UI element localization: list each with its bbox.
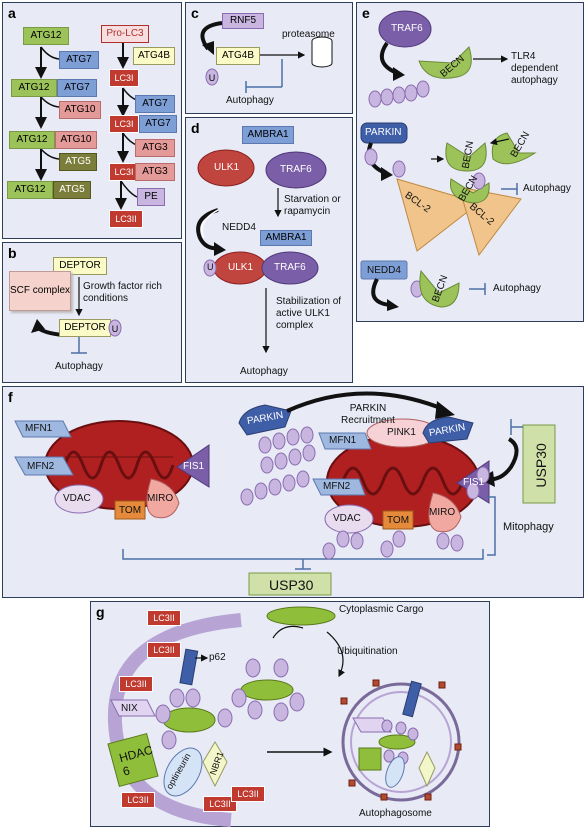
nedd4-d-label: NEDD4 bbox=[222, 222, 256, 233]
autophagy-b-label: Autophagy bbox=[55, 361, 103, 372]
panel-c-arrows bbox=[200, 21, 333, 93]
vdac-left: VDAC bbox=[63, 493, 91, 504]
atg12-atg10-left: ATG12 bbox=[9, 131, 55, 149]
stabilization-label: Stabilization of active ULK1 complex bbox=[276, 296, 342, 331]
vdac-right: VDAC bbox=[333, 513, 361, 524]
mitophagy-label: Mitophagy bbox=[503, 521, 554, 533]
autophagy-d-label: Autophagy bbox=[240, 366, 288, 377]
mfn1-right: MFN1 bbox=[329, 435, 357, 446]
cargo-label: Cytoplasmic Cargo bbox=[339, 604, 424, 615]
autophagy-c-label: Autophagy bbox=[226, 95, 274, 106]
usp30-vertical: USP30 bbox=[532, 443, 549, 488]
miro-right: MIRO bbox=[429, 507, 456, 518]
traf6-e-label: TRAF6 bbox=[391, 23, 423, 34]
mfn1-left: MFN1 bbox=[25, 423, 53, 434]
atg12-atg10-right: ATG10 bbox=[55, 131, 97, 149]
usp30-horizontal: USP30 bbox=[269, 577, 314, 593]
tlr4-label: TLR4 dependent autophagy bbox=[511, 51, 559, 86]
traf6-label-2: TRAF6 bbox=[274, 262, 306, 273]
panel-e: e TRAF6 BECN TLR4 bbox=[356, 2, 584, 322]
ub-u-b: U bbox=[112, 324, 119, 334]
panel-d: d AMBRA1 ULK1 TRAF6 Starvation or rapamy… bbox=[185, 117, 353, 383]
atg7-box-2: ATG7 bbox=[135, 95, 175, 113]
panel-f-label: f bbox=[8, 389, 13, 405]
ub-u-d: U bbox=[207, 262, 214, 272]
atg5-box: ATG5 bbox=[59, 153, 97, 171]
scf-complex-label: SCF complex bbox=[10, 285, 71, 296]
panel-a-label: a bbox=[8, 5, 16, 21]
parkin-recruitment-label: PARKIN Recruitment bbox=[341, 403, 395, 426]
atg12-box: ATG12 bbox=[23, 27, 69, 45]
rnf5-box: RNF5 bbox=[222, 13, 264, 29]
proteasome-label: proteasome bbox=[282, 29, 335, 40]
panel-e-shapes bbox=[360, 10, 537, 311]
autophagosome-label: Autophagosome bbox=[359, 808, 432, 819]
mfn2-left: MFN2 bbox=[27, 461, 55, 472]
ubiquitin-c: U bbox=[205, 68, 219, 86]
fis1-right: FIS1 bbox=[463, 477, 485, 488]
deptor-box: DEPTOR bbox=[53, 257, 107, 275]
atg4b-c-box: ATG4B bbox=[216, 47, 260, 65]
pink1-label: PINK1 bbox=[387, 427, 416, 438]
lc3ii-g-4: LC3II bbox=[121, 792, 155, 808]
panel-g: g bbox=[90, 601, 490, 827]
scf-complex-box: SCF complex bbox=[9, 271, 71, 311]
atg3-box-2: ATG3 bbox=[135, 163, 175, 181]
growth-factor-label: Growth factor rich conditions bbox=[83, 281, 162, 304]
ambra1-box: AMBRA1 bbox=[242, 126, 294, 144]
atg12-atg5-left: ATG12 bbox=[7, 181, 53, 199]
p62-label: p62 bbox=[209, 652, 226, 663]
tom-left: TOM bbox=[119, 505, 142, 516]
panel-c-label: c bbox=[191, 5, 199, 21]
panel-b-label: b bbox=[8, 245, 17, 261]
tom-right: TOM bbox=[387, 515, 410, 526]
lc3ii-g-5: LC3II bbox=[203, 796, 237, 812]
parkin-e-label: PARKIN bbox=[365, 127, 402, 138]
traf6-label: TRAF6 bbox=[280, 164, 312, 175]
autophagy-e-2: Autophagy bbox=[493, 283, 541, 294]
lc3ii-g-2: LC3II bbox=[147, 642, 181, 658]
fis1-left: FIS1 bbox=[183, 461, 205, 472]
panel-g-shapes bbox=[107, 606, 462, 827]
ambra1-box-2: AMBRA1 bbox=[260, 230, 312, 246]
panel-b: b DEPTOR SCF complex Growth factor rich … bbox=[2, 242, 182, 383]
ub-u-c: U bbox=[209, 73, 216, 83]
miro-left: MIRO bbox=[147, 493, 174, 504]
panel-c: c RNF5 proteasome ATG4B U Autophagy bbox=[185, 2, 353, 114]
atg10-box: ATG10 bbox=[59, 101, 101, 119]
ubiquitin-b: U bbox=[108, 319, 122, 337]
mfn2-right: MFN2 bbox=[323, 481, 351, 492]
ubiquitination-label: Ubiquitination bbox=[337, 646, 398, 657]
lc3ii-g-6: LC3II bbox=[231, 786, 265, 802]
atg7-box-3: ATG7 bbox=[139, 115, 177, 133]
panel-a: a ATG12 ATG7 ATG12 ATG7 ATG10 ATG12 ATG1… bbox=[2, 2, 182, 239]
pro-lc3-box: Pro-LC3 bbox=[101, 25, 149, 43]
panel-d-label: d bbox=[191, 120, 200, 136]
ulk1-label-2: ULK1 bbox=[228, 262, 254, 273]
lc3i-box-2: LC3I bbox=[109, 115, 139, 133]
panel-f: f bbox=[2, 386, 584, 598]
pe-box: PE bbox=[137, 188, 165, 206]
atg12-atg7-right: ATG7 bbox=[57, 79, 97, 97]
deptor-ub-box: DEPTOR bbox=[59, 319, 111, 337]
lc3ii-g-1: LC3II bbox=[147, 610, 181, 626]
nix-label: NIX bbox=[121, 703, 138, 714]
panel-g-label: g bbox=[96, 604, 105, 620]
nedd4-e-label: NEDD4 bbox=[367, 265, 401, 276]
autophagy-e-1: Autophagy bbox=[523, 183, 571, 194]
atg7-box: ATG7 bbox=[59, 51, 99, 69]
atg12-atg5-right: ATG5 bbox=[53, 181, 91, 199]
atg12-atg7-left: ATG12 bbox=[11, 79, 57, 97]
atg3-box-1: ATG3 bbox=[135, 139, 175, 157]
lc3i-box-1: LC3I bbox=[109, 69, 139, 87]
ulk1-label: ULK1 bbox=[214, 162, 240, 173]
lc3ii-g-3: LC3II bbox=[119, 676, 153, 692]
panel-d-shapes bbox=[196, 149, 327, 354]
lc3ii-box: LC3II bbox=[109, 210, 143, 228]
panel-f-shapes bbox=[14, 391, 556, 596]
atg4b-box: ATG4B bbox=[133, 47, 175, 65]
panel-e-label: e bbox=[362, 5, 370, 21]
starvation-label: Starvation or rapamycin bbox=[284, 194, 341, 217]
